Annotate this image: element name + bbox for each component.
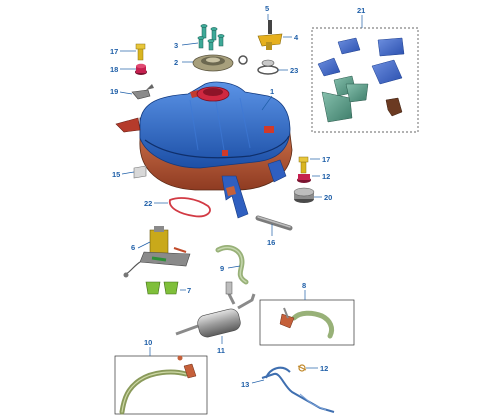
callout-10[interactable]: 10 [144, 338, 152, 347]
fuel-tank[interactable] [115, 81, 293, 219]
fuel-pump-module[interactable] [123, 226, 191, 278]
callout-9[interactable]: 9 [220, 264, 224, 273]
bolt-upper[interactable] [135, 43, 146, 61]
bolt-lower[interactable] [298, 156, 309, 174]
callout-15[interactable]: 15 [112, 170, 120, 179]
pump-strainers[interactable] [145, 281, 179, 295]
callout-21[interactable]: 21 [357, 6, 365, 15]
clip-12-lower[interactable] [297, 364, 307, 372]
callout-2[interactable]: 2 [174, 58, 178, 67]
callout-4[interactable]: 4 [294, 33, 299, 42]
seal-clip[interactable] [238, 55, 248, 65]
callout-11[interactable]: 11 [217, 346, 225, 355]
fuel-hose-9[interactable] [215, 245, 249, 285]
callout-12-right[interactable]: 12 [322, 172, 330, 181]
callout-17-right[interactable]: 17 [322, 155, 330, 164]
pump-lock-ring[interactable] [192, 54, 234, 72]
rubber-mount-upper[interactable] [135, 63, 147, 75]
callout-18[interactable]: 18 [110, 65, 118, 74]
callout-5[interactable]: 5 [265, 4, 269, 13]
callout-12-lower[interactable]: 12 [320, 364, 328, 373]
tank-sender-unit[interactable] [257, 20, 283, 50]
callout-7[interactable]: 7 [187, 286, 191, 295]
callout-16[interactable]: 16 [267, 238, 275, 247]
rubber-mount-lower[interactable] [297, 174, 311, 183]
callout-13[interactable]: 13 [241, 380, 249, 389]
fuel-filter[interactable] [175, 281, 256, 339]
callout-19[interactable]: 19 [110, 87, 118, 96]
callout-8[interactable]: 8 [302, 281, 306, 290]
o-ring[interactable] [257, 59, 279, 75]
callout-22[interactable]: 22 [144, 199, 152, 208]
heat-shield-bracket[interactable] [131, 84, 154, 100]
callout-labels: 1 2 3 4 5 6 7 8 9 10 11 12 12 [110, 4, 365, 389]
hose-10-group[interactable] [114, 355, 208, 415]
fuel-line-13[interactable] [261, 366, 335, 413]
mount-bushing[interactable] [293, 187, 315, 203]
screws[interactable] [197, 24, 225, 51]
callout-3[interactable]: 3 [174, 41, 178, 50]
callout-17-upper[interactable]: 17 [110, 47, 118, 56]
callout-6[interactable]: 6 [131, 243, 135, 252]
insulation-pads-kit[interactable] [311, 27, 419, 133]
callout-20[interactable]: 20 [324, 193, 332, 202]
hose-loop[interactable] [168, 197, 211, 218]
tie-rod[interactable] [255, 215, 293, 231]
hose-8-group[interactable] [259, 299, 355, 346]
callout-1[interactable]: 1 [270, 87, 274, 96]
callout-23[interactable]: 23 [290, 66, 298, 75]
spacer-block[interactable] [133, 165, 147, 179]
